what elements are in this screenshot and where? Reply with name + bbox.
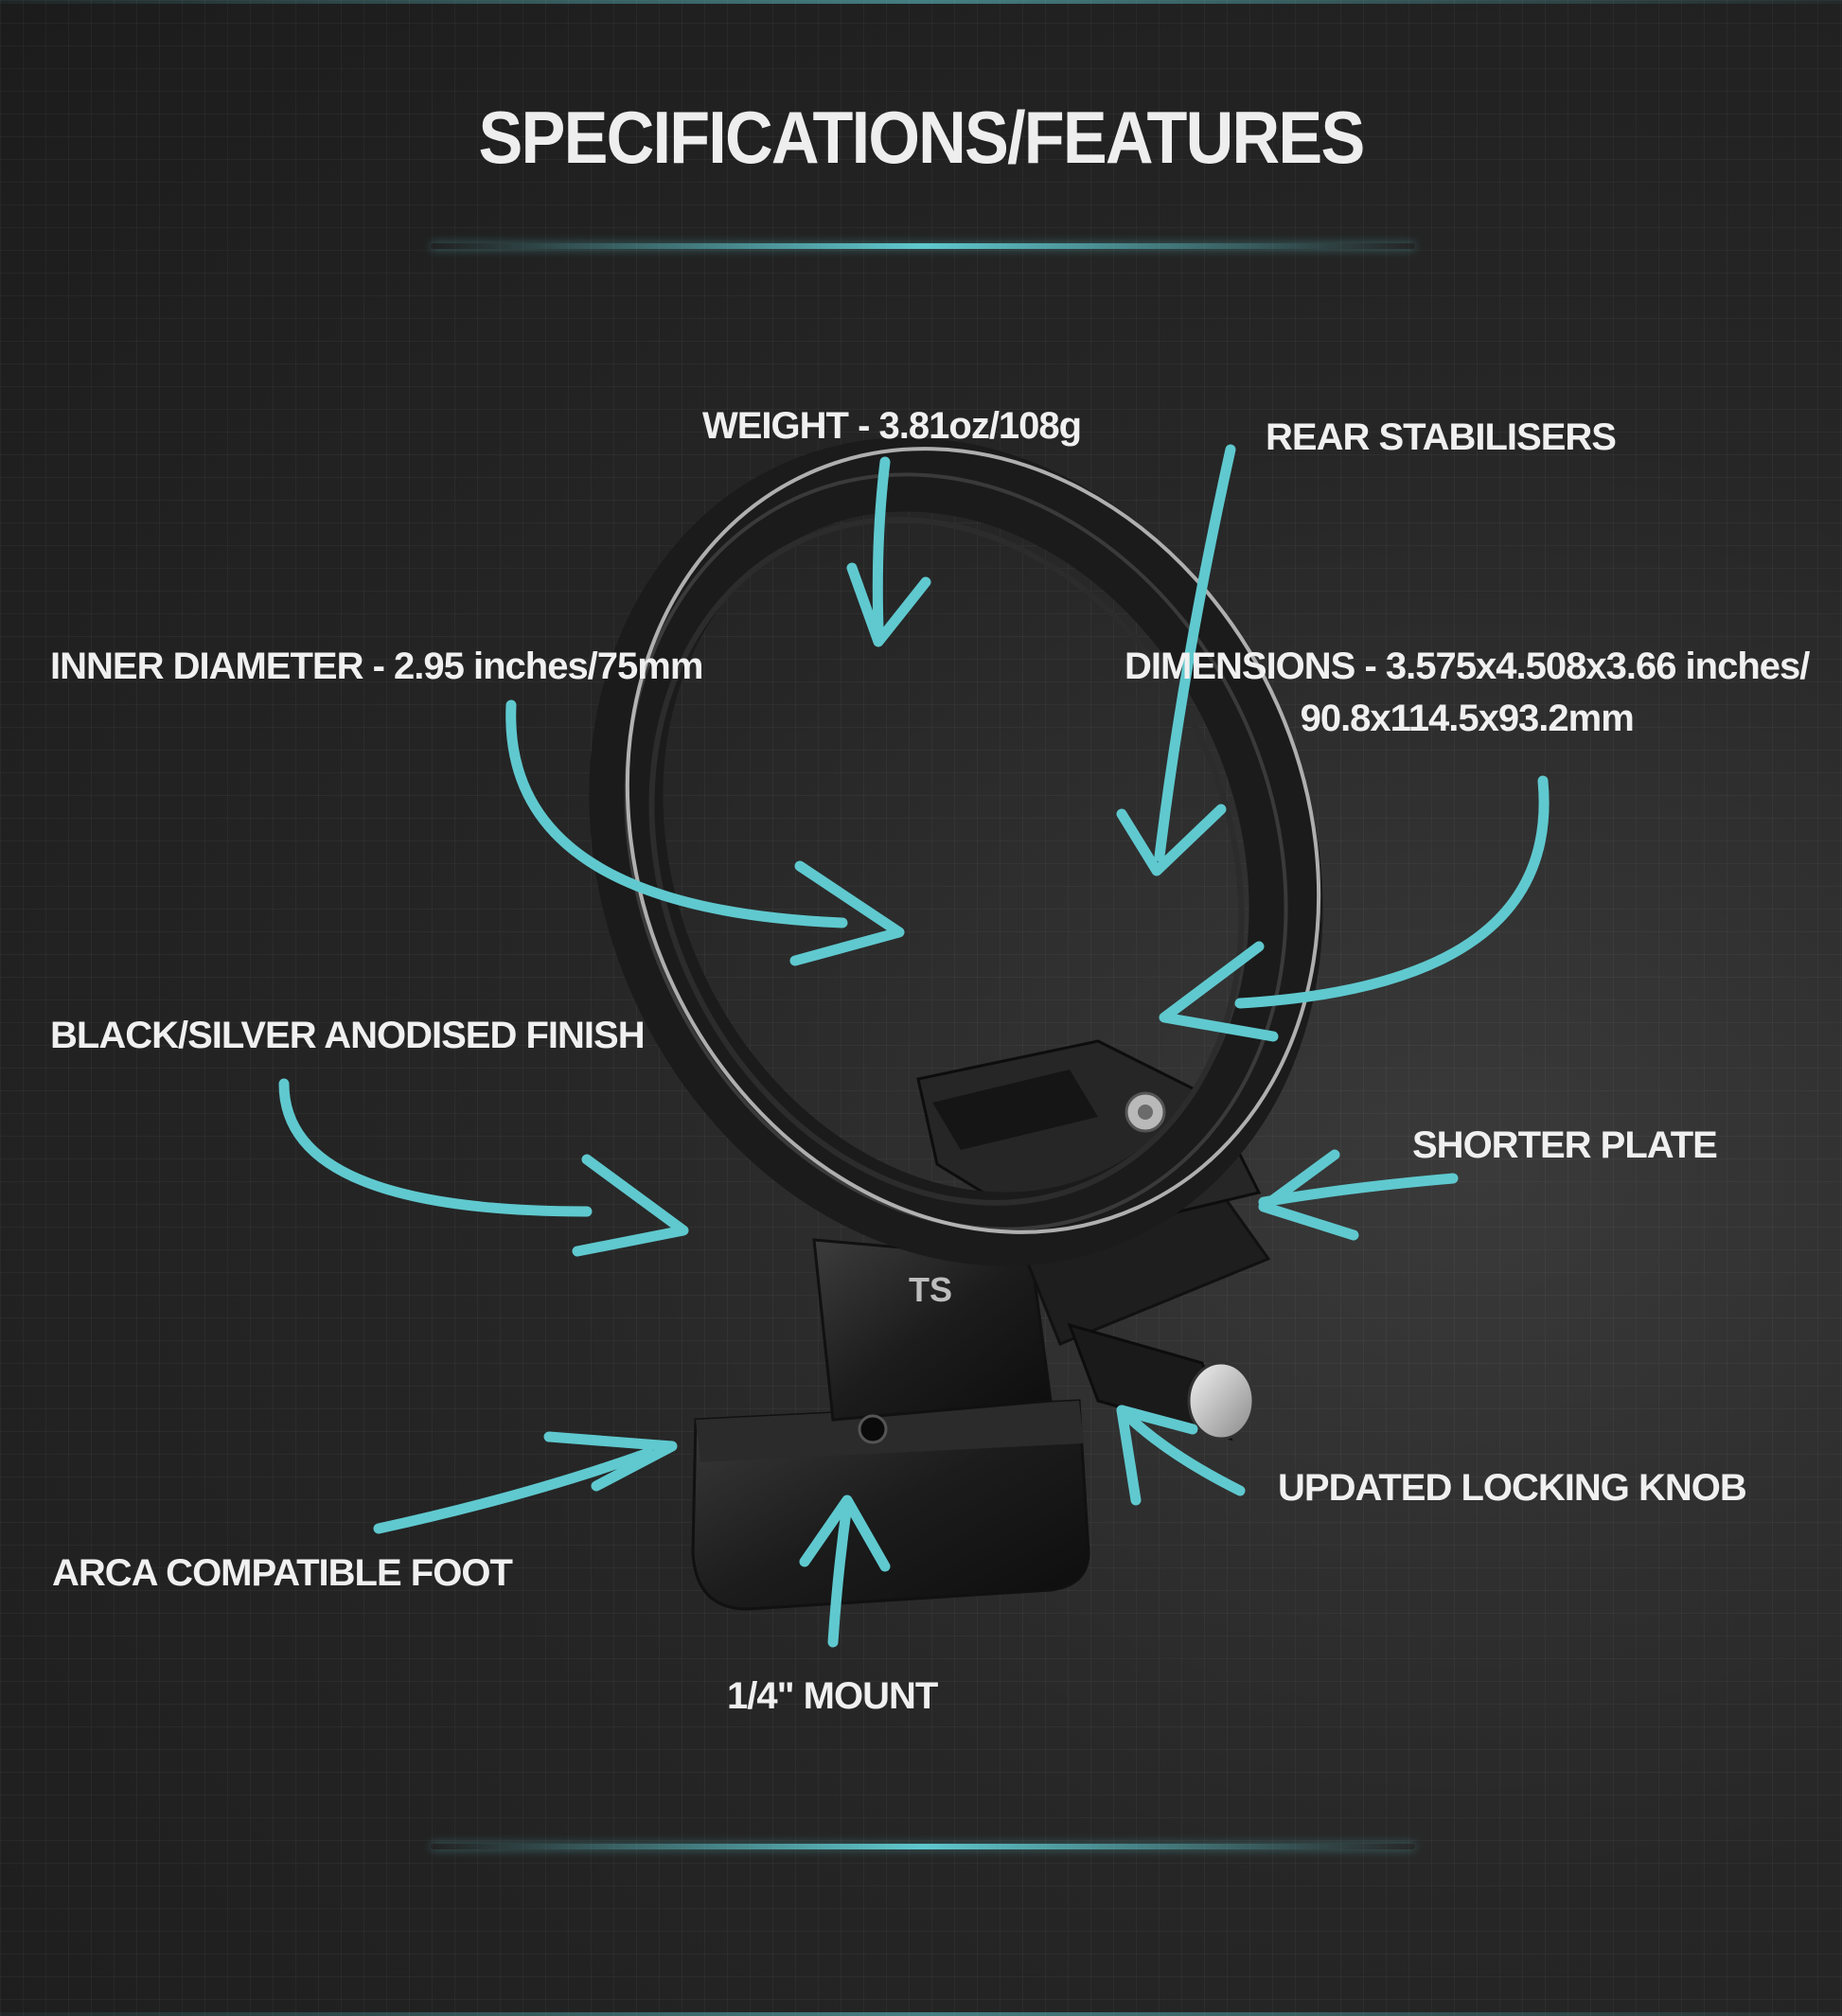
arrow-finish-icon — [278, 1078, 593, 1217]
bottom-divider — [431, 1844, 1415, 1849]
label-weight: WEIGHT - 3.81oz/108g — [702, 405, 1082, 447]
arrowhead-inner-diameter-icon — [789, 860, 905, 966]
arrow-locking-knob-icon — [1116, 1405, 1246, 1496]
arrowhead-locking-knob-icon — [1116, 1405, 1198, 1506]
label-finish: BLACK/SILVER ANODISED FINISH — [50, 1015, 646, 1056]
label-arca-foot: ARCA COMPATIBLE FOOT — [52, 1552, 513, 1594]
arrowhead-shorter-plate-icon — [1258, 1149, 1359, 1241]
arrow-dimensions-icon — [1234, 775, 1550, 1009]
top-edge-line — [0, 0, 1842, 4]
arrowhead-rear-stabilisers-icon — [1116, 804, 1227, 876]
page-title: SPECIFICATIONS/FEATURES — [478, 96, 1366, 179]
arrow-shorter-plate-icon — [1258, 1173, 1459, 1208]
annotation-arrows — [278, 444, 1550, 1648]
label-locking-knob: UPDATED LOCKING KNOB — [1278, 1467, 1747, 1509]
arrow-inner-diameter-icon — [505, 699, 848, 928]
title-divider — [431, 243, 1415, 249]
label-mount: 1/4" MOUNT — [727, 1675, 938, 1717]
arrow-rear-stabilisers-icon — [1154, 444, 1236, 862]
brand-logo-icon: TS — [909, 1270, 952, 1309]
arrow-mount-icon — [827, 1499, 853, 1648]
label-rear-stabilisers: REAR STABILISERS — [1266, 416, 1617, 458]
label-inner-diameter: INNER DIAMETER - 2.95 inches/75mm — [50, 645, 703, 687]
arrowhead-dimensions-icon — [1159, 941, 1279, 1042]
arrowhead-mount-icon — [799, 1494, 891, 1572]
arrow-arca-foot-icon — [373, 1447, 654, 1534]
tripod-collar: TS — [589, 437, 1323, 1611]
bottom-edge-line — [0, 2012, 1842, 2016]
label-shorter-plate: SHORTER PLATE — [1412, 1124, 1718, 1166]
arrow-weight-icon — [872, 456, 891, 635]
arrowhead-finish-icon — [572, 1154, 689, 1257]
arrowhead-arca-foot-icon — [543, 1431, 678, 1492]
label-dimensions-line1: DIMENSIONS - 3.575x4.508x3.66 inches/ — [1125, 645, 1810, 687]
arrowhead-weight-icon — [846, 562, 931, 647]
label-dimensions-line2: 90.8x114.5x93.2mm — [1300, 698, 1635, 739]
label-dimensions: DIMENSIONS - 3.575x4.508x3.66 inches/ 90… — [1125, 645, 1810, 740]
